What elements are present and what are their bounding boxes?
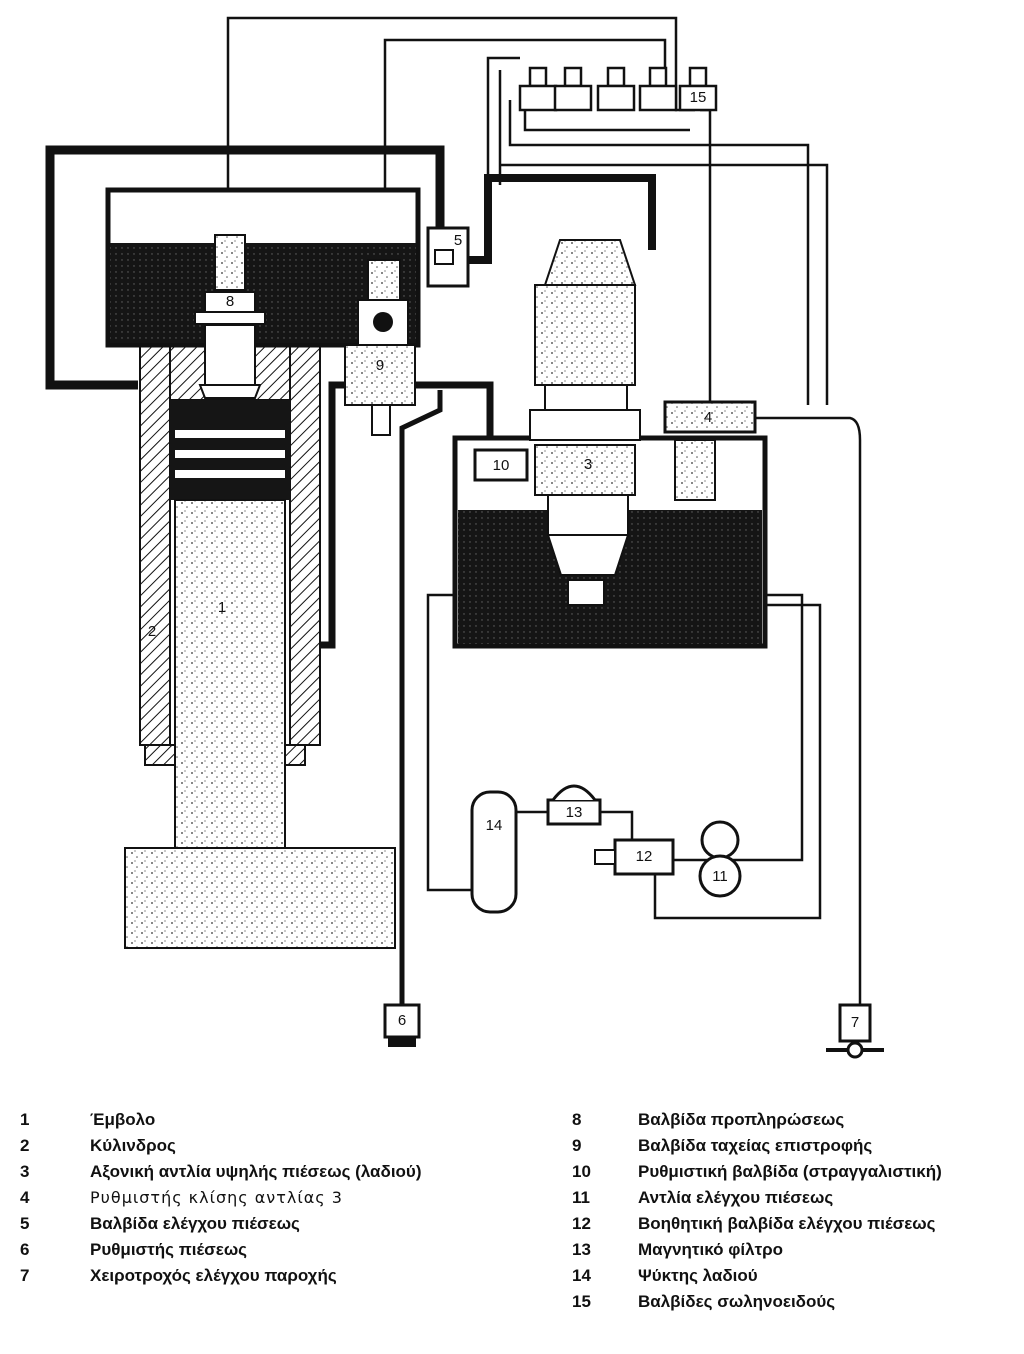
pump-tilt-regulator [663,400,757,434]
callout-6: 6 [398,1012,406,1029]
cylinder-right-wall [289,344,321,746]
pressure-control-pump-upper [700,820,740,860]
callout-2: 2 [148,623,156,640]
callout-9: 9 [376,357,384,374]
callout-11: 11 [712,868,728,885]
callout-1: 1 [218,599,226,616]
press-base [124,847,396,949]
cylinder-left-wall [139,344,171,746]
throttle-valve [473,448,529,482]
callout-12: 12 [636,848,653,865]
callout-3: 3 [584,456,592,473]
callout-5: 5 [454,232,462,249]
callout-13: 13 [566,804,583,821]
callout-14: 14 [486,817,503,834]
callout-7: 7 [851,1014,859,1031]
callout-15: 15 [690,89,707,106]
piston [174,499,286,851]
oil-pipe-top [45,145,445,390]
prefill-valve [194,234,266,399]
quick-return-valve [344,259,416,436]
axial-pump [529,239,641,606]
callout-8: 8 [226,293,234,310]
callout-4: 4 [704,409,712,426]
aux-pressure-valve [613,838,675,876]
return-lines [426,416,862,1010]
oil-pipe-pump [462,174,656,264]
callout-10: 10 [493,457,510,474]
flow-control-handwheel [838,1003,872,1043]
oil-cooler [470,790,518,914]
solenoid-valves [518,66,718,112]
hydraulic-press-diagram: 1 2 3 4 5 6 7 8 9 10 11 12 13 14 15 [45,16,884,1059]
pressure-control-pump [698,854,742,898]
